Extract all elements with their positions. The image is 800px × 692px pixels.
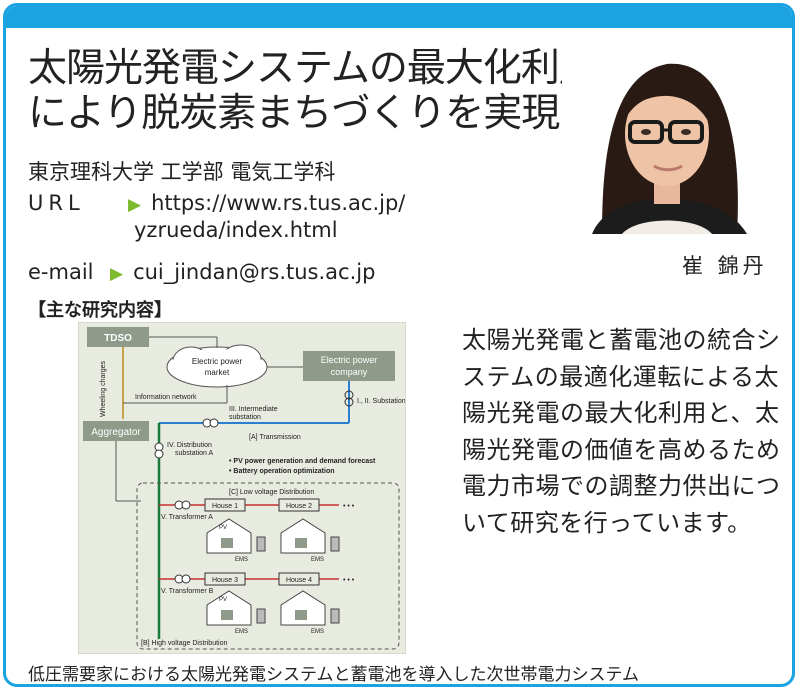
header-bar: [6, 6, 792, 28]
pv-label-3: PV: [219, 597, 227, 603]
profile-card: 太陽光発電システムの最大化利用 により脱炭素まちづくりを実現 東京理科大学 工学…: [3, 3, 795, 687]
house-4-icon: [280, 590, 340, 626]
pv-label-1: PV: [219, 525, 227, 531]
email-label: e-mail: [28, 260, 94, 284]
house-2-icon: [280, 518, 340, 554]
email-row: e-mail ▶ cui_jindan@rs.tus.ac.jp: [28, 260, 375, 284]
transmission-label: [A] Transmission: [249, 434, 301, 441]
house-3-label: House 3: [212, 577, 238, 584]
ems-label-2: EMS: [311, 557, 324, 563]
email-link[interactable]: cui_jindan@rs.tus.ac.jp: [133, 260, 376, 284]
substation-3-label-1: III. Intermediate: [229, 406, 278, 413]
bullet-forecast: • PV power generation and demand forecas…: [229, 458, 376, 465]
transformer-a-label: V. Transformer A: [161, 514, 213, 521]
researcher-photo: [562, 34, 762, 234]
house-1-label: House 1: [212, 503, 238, 510]
arrow-right-icon: ▶: [128, 195, 142, 215]
company-label-1: Electric power: [321, 355, 378, 365]
house-4-label: House 4: [286, 577, 312, 584]
substation-12-label: I., II. Substation: [357, 398, 406, 405]
wheeling-label: Wheeling charges: [100, 360, 107, 417]
ems-label-1: EMS: [235, 557, 248, 563]
page-title: 太陽光発電システムの最大化利用 により脱炭素まちづくりを実現: [28, 46, 598, 136]
url-row: URL ▶ https://www.rs.tus.ac.jp/: [28, 191, 405, 215]
dots-row-a: • • •: [343, 503, 355, 510]
url-link-line2[interactable]: yzrueda/index.html: [134, 218, 338, 242]
url-link-line1[interactable]: https://www.rs.tus.ac.jp/: [151, 191, 406, 215]
dots-row-b: • • •: [343, 577, 355, 584]
market-cloud: [166, 344, 268, 388]
aggregator-label: Aggregator: [91, 427, 141, 438]
figure-caption: 低圧需要家における太陽光発電システムと蓄電池を導入した次世帯電力システム: [28, 665, 639, 685]
section-heading: 【主な研究内容】: [28, 300, 172, 321]
researcher-name: 崔 錦丹: [682, 254, 768, 278]
title-line-2: により脱炭素まちづくりを実現: [28, 91, 560, 136]
bullet-battery: • Battery operation optimization: [229, 468, 335, 475]
arrow-right-icon: ▶: [110, 264, 124, 284]
substation-3-label-2: substation: [229, 414, 261, 421]
dist-sub-label-2: substation A: [175, 450, 213, 457]
ems-label-3: EMS: [235, 629, 248, 635]
ems-label-4: EMS: [311, 629, 324, 635]
tdso-label: TDSO: [104, 333, 132, 344]
title-line-1: 太陽光発電システムの最大化利用: [28, 46, 598, 91]
house-2-label: House 2: [286, 503, 312, 510]
url-label: URL: [28, 191, 85, 215]
high-voltage-label: [B] High voltage Distribution: [141, 640, 227, 647]
house-3-icon: [206, 590, 266, 626]
house-1-icon: [206, 518, 266, 554]
market-label-2: market: [205, 368, 230, 377]
transformer-b-label: V. Transformer B: [161, 588, 214, 595]
market-label-1: Electric power: [192, 357, 243, 366]
info-network-label: Information network: [135, 394, 197, 401]
power-system-diagram: TDSO Electric power market Electric powe…: [78, 322, 406, 654]
company-label-2: company: [331, 367, 368, 377]
department: 東京理科大学 工学部 電気工学科: [28, 160, 336, 184]
dist-sub-label-1: IV. Distribution: [167, 442, 212, 449]
research-description: 太陽光発電と蓄電池の統合システムの最適化運転による太陽光発電の最大化利用と、太陽…: [462, 326, 781, 537]
low-voltage-label: [C] Low voltage Distribution: [229, 489, 314, 496]
